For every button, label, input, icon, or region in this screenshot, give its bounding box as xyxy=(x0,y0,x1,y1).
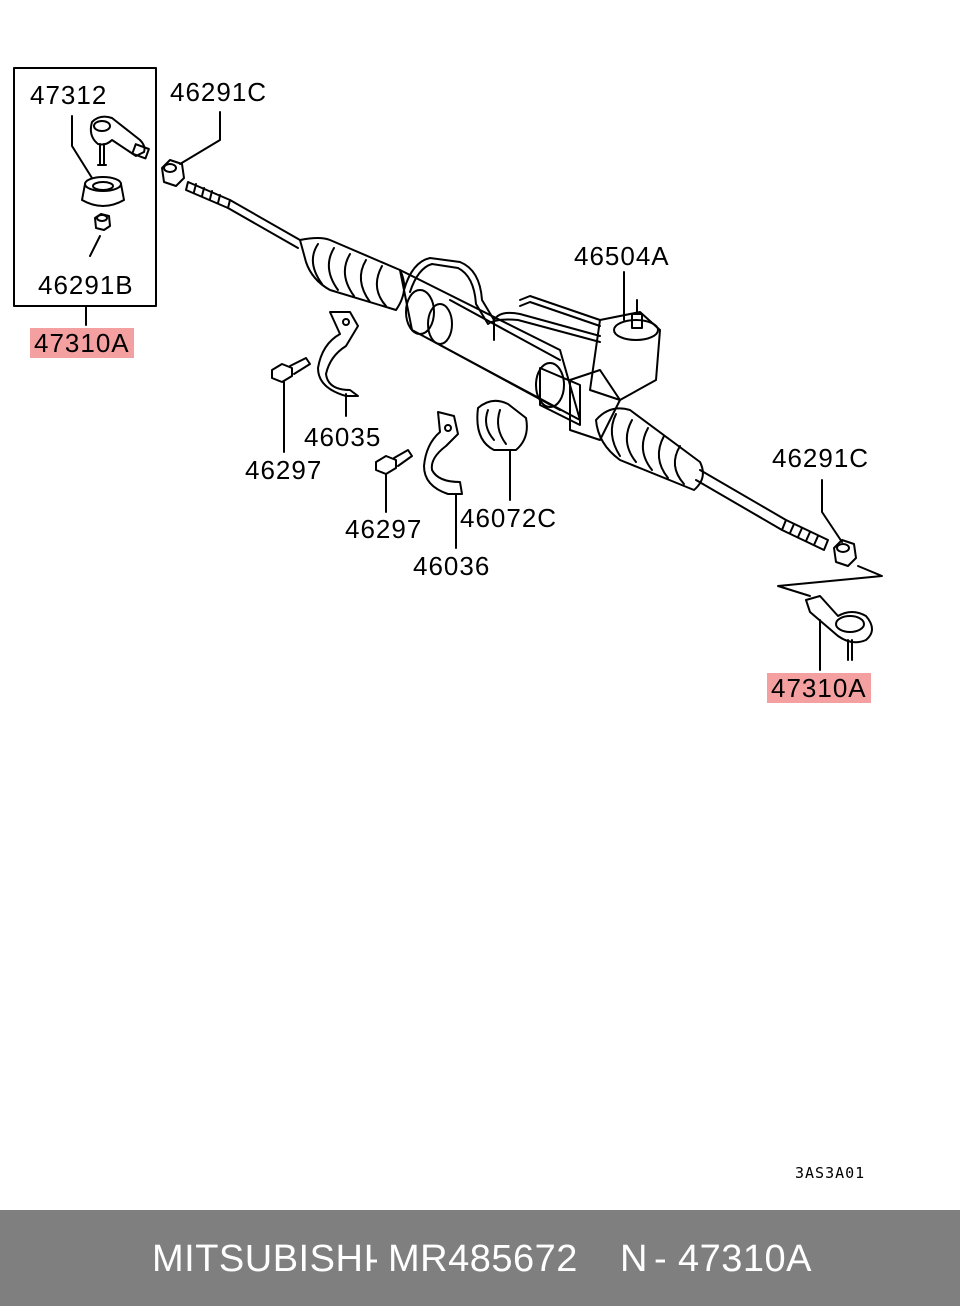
label-46504a[interactable]: 46504A xyxy=(574,241,670,271)
dust-boot-inset xyxy=(81,176,125,207)
label-47310a-right[interactable]: 47310A xyxy=(767,673,871,703)
footer-separator-2: - xyxy=(654,1238,668,1280)
label-46036[interactable]: 46036 xyxy=(413,551,491,581)
hydraulic-lines xyxy=(403,257,601,343)
label-46297-b[interactable]: 46297 xyxy=(345,514,423,544)
bellows-boot-right xyxy=(595,407,704,491)
label-46072c[interactable]: 46072C xyxy=(460,503,558,533)
footer-position: N xyxy=(620,1238,648,1280)
bolt-46297-b xyxy=(375,449,413,475)
rubber-bushing xyxy=(476,399,528,451)
tie-rod-left xyxy=(185,181,301,249)
lock-nut-right xyxy=(833,539,857,567)
tie-rod-end-right xyxy=(805,595,873,661)
label-46291c-top[interactable]: 46291C xyxy=(170,77,268,107)
steering-rack-diagram xyxy=(13,67,883,671)
drawing-code: 3AS3A01 xyxy=(795,1164,866,1182)
bellows-boot-left xyxy=(299,237,406,311)
label-46291c-right[interactable]: 46291C xyxy=(772,443,870,473)
break-line xyxy=(777,565,883,597)
footer-separator: - xyxy=(366,1238,380,1280)
clamp-bracket-46036 xyxy=(423,411,463,495)
footer-part-number: MR485672 xyxy=(388,1238,578,1280)
bolt-46297-a xyxy=(271,357,311,383)
label-46297-a[interactable]: 46297 xyxy=(245,455,323,485)
label-46291b[interactable]: 46291B xyxy=(38,270,134,300)
valve-body xyxy=(569,299,661,441)
footer-diagram-ref: 47310A xyxy=(678,1238,813,1280)
clamp-bracket-46035 xyxy=(317,311,359,397)
label-47312[interactable]: 47312 xyxy=(30,80,108,110)
rack-housing xyxy=(399,269,581,426)
tie-rod-end-inset xyxy=(89,115,150,166)
footer-bar: MITSUBISHI - MR485672 N - 47310A xyxy=(0,1210,960,1306)
label-46035[interactable]: 46035 xyxy=(304,422,382,452)
lock-nut-left xyxy=(161,159,185,187)
label-47310a-left[interactable]: 47310A xyxy=(30,328,134,358)
footer-brand: MITSUBISHI xyxy=(152,1238,375,1280)
nut-inset xyxy=(94,213,111,231)
tie-rod-right xyxy=(695,469,829,551)
